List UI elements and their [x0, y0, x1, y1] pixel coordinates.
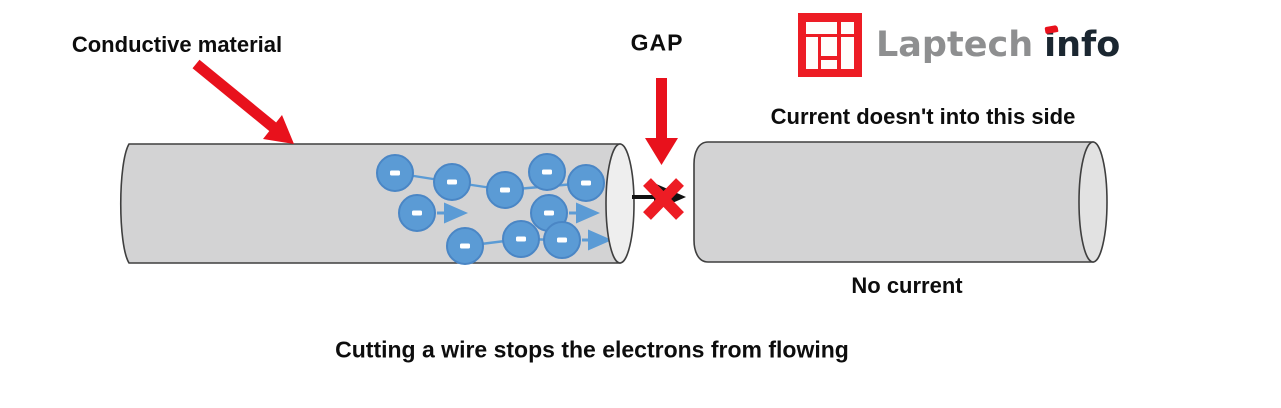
minus-sign [447, 179, 457, 185]
caption-title: Cutting a wire stops the electrons from … [335, 336, 849, 363]
minus-sign [460, 243, 470, 249]
left-wire [119, 143, 635, 265]
electron [446, 227, 484, 265]
electron [398, 194, 436, 232]
right-wire-end-cap [1078, 141, 1108, 263]
gap-x-icon [643, 178, 684, 220]
electron-layer [376, 153, 633, 265]
left-wire-end-cap [605, 143, 635, 264]
minus-sign [500, 187, 510, 193]
minus-sign [581, 180, 591, 186]
electron [486, 171, 524, 209]
minus-sign [412, 210, 422, 216]
electron [567, 164, 605, 202]
conductive-material-label: Conductive material [71, 32, 283, 57]
minus-sign [390, 170, 400, 176]
electron [528, 153, 566, 191]
minus-sign [516, 236, 526, 242]
electron [433, 163, 471, 201]
laptech-logo: Laptech info [798, 12, 1120, 78]
no-current-side-label: Current doesn't into this side [770, 104, 1076, 129]
right-wire-body [693, 141, 1094, 263]
minus-sign [544, 210, 554, 216]
minus-sign [557, 237, 567, 243]
electron [376, 154, 414, 192]
electron [502, 220, 540, 258]
electron [543, 221, 581, 259]
laptech-logo-text: Laptech info [876, 24, 1121, 65]
logo-brand-text: Laptech [876, 25, 1034, 65]
laptech-logo-icon [798, 13, 862, 77]
logo-suffix-text: info [1044, 24, 1121, 65]
right-wire [693, 141, 1108, 263]
no-current-label: No current [851, 273, 963, 298]
gap-arrow [645, 78, 678, 165]
conductive-material-arrow [192, 59, 294, 144]
minus-sign [542, 169, 552, 175]
gap-label: GAP [630, 29, 684, 56]
